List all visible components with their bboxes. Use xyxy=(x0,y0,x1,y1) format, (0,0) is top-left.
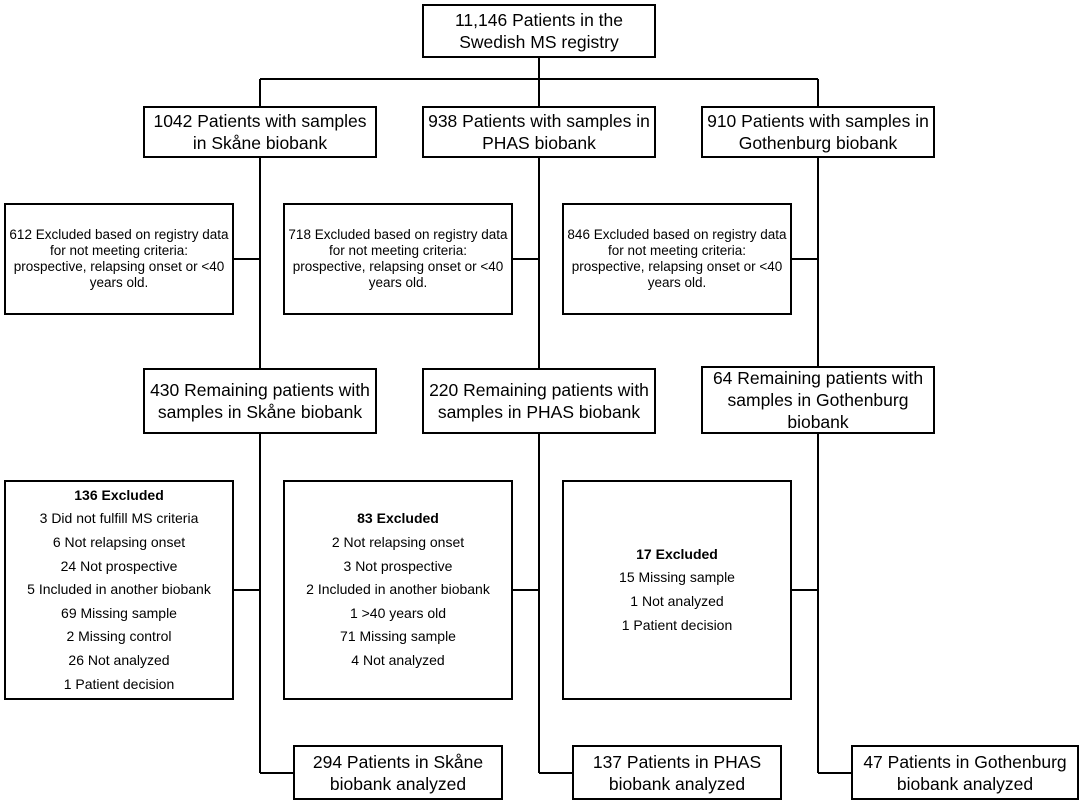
phas-analyzed-box: 137 Patients in PHAS biobank analyzed xyxy=(572,745,782,800)
gothenburg-analyzed-line: biobank analyzed xyxy=(896,773,1034,794)
registry-line: Swedish MS registry xyxy=(459,32,619,52)
excluded-item: 26 Not analyzed xyxy=(68,651,170,668)
phas-registry-exclusion-box: 718 Excluded based on registry data for … xyxy=(283,203,513,315)
skane-remaining-line: samples in Skåne biobank xyxy=(157,402,363,422)
skane-remaining-box: 430 Remaining patients with samples in S… xyxy=(143,368,377,434)
excluded-item: 2 Not relapsing onset xyxy=(331,534,465,551)
excluded-item: 1 Patient decision xyxy=(63,675,175,692)
gothenburg-analyzed-line: 47 Patients in Gothenburg xyxy=(863,751,1067,772)
exclusion-line: years old. xyxy=(89,275,149,290)
skane-analyzed-line: 294 Patients in Skåne xyxy=(312,751,484,772)
gothenburg-samples-box: 910 Patients with samples in Gothenburg … xyxy=(701,106,935,158)
skane-samples-line: in Skåne biobank xyxy=(192,133,328,153)
exclusion-line: for not meeting criteria: xyxy=(328,243,468,258)
phas-remaining-box: 220 Remaining patients with samples in P… xyxy=(422,368,656,434)
registry-box: 11,146 Patients in the Swedish MS regist… xyxy=(422,4,656,58)
gothenburg-remaining-line: samples in Gothenburg xyxy=(727,390,909,410)
exclusion-line: years old. xyxy=(368,275,428,290)
gothenburg-remaining-line: biobank xyxy=(787,412,849,432)
skane-samples-box: 1042 Patients with samples in Skåne biob… xyxy=(143,106,377,158)
excluded-item: 24 Not prospective xyxy=(60,557,178,574)
exclusion-line: 612 Excluded based on registry data xyxy=(9,227,229,242)
excluded-item: 71 Missing sample xyxy=(340,628,456,645)
phas-analyzed-line: biobank analyzed xyxy=(608,773,746,794)
excluded-item: 69 Missing sample xyxy=(61,604,177,621)
excluded-item: 4 Not analyzed xyxy=(351,651,445,668)
excluded-header: 17 Excluded xyxy=(636,545,718,562)
excluded-item: 2 Included in another biobank xyxy=(306,581,490,598)
phas-remaining-line: samples in PHAS biobank xyxy=(437,402,641,422)
exclusion-line: 846 Excluded based on registry data xyxy=(567,227,787,242)
gothenburg-excluded-box: 17 Excluded 15 Missing sample 1 Not anal… xyxy=(562,480,792,700)
phas-samples-line: PHAS biobank xyxy=(482,133,596,153)
skane-excluded-box: 136 Excluded 3 Did not fulfill MS criter… xyxy=(4,480,234,700)
excluded-item: 3 Not prospective xyxy=(343,557,453,574)
skane-analyzed-line: biobank analyzed xyxy=(329,773,467,794)
exclusion-line: prospective, relapsing onset or <40 xyxy=(292,259,504,274)
excluded-item: 3 Did not fulfill MS criteria xyxy=(39,510,199,527)
phas-analyzed-line: 137 Patients in PHAS xyxy=(592,751,762,772)
skane-registry-exclusion-box: 612 Excluded based on registry data for … xyxy=(4,203,234,315)
phas-samples-box: 938 Patients with samples in PHAS bioban… xyxy=(422,106,656,158)
exclusion-line: prospective, relapsing onset or <40 xyxy=(571,259,783,274)
excluded-item: 1 >40 years old xyxy=(349,604,447,621)
phas-samples-line: 938 Patients with samples in xyxy=(428,111,650,131)
skane-analyzed-box: 294 Patients in Skåne biobank analyzed xyxy=(293,745,503,800)
exclusion-line: for not meeting criteria: xyxy=(607,243,747,258)
gothenburg-remaining-line: 64 Remaining patients with xyxy=(712,368,924,388)
excluded-header: 83 Excluded xyxy=(357,510,439,527)
gothenburg-registry-exclusion-box: 846 Excluded based on registry data for … xyxy=(562,203,792,315)
excluded-header: 136 Excluded xyxy=(74,486,164,503)
excluded-item: 1 Not analyzed xyxy=(630,593,724,609)
registry-line: 11,146 Patients in the xyxy=(455,10,623,30)
excluded-item: 5 Included in another biobank xyxy=(27,581,211,598)
exclusion-line: 718 Excluded based on registry data xyxy=(288,227,508,242)
gothenburg-remaining-box: 64 Remaining patients with samples in Go… xyxy=(701,366,935,434)
excluded-item: 15 Missing sample xyxy=(619,569,735,586)
excluded-item: 2 Missing control xyxy=(66,628,172,645)
gothenburg-analyzed-box: 47 Patients in Gothenburg biobank analyz… xyxy=(851,745,1079,800)
skane-samples-line: 1042 Patients with samples xyxy=(153,111,367,131)
gothenburg-samples-line: Gothenburg biobank xyxy=(738,133,898,153)
exclusion-line: for not meeting criteria: xyxy=(49,243,189,258)
gothenburg-samples-line: 910 Patients with samples in xyxy=(707,111,929,131)
excluded-item: 1 Patient decision xyxy=(621,616,733,633)
excluded-item: 6 Not relapsing onset xyxy=(52,534,186,551)
phas-remaining-line: 220 Remaining patients with xyxy=(429,380,649,400)
phas-excluded-box: 83 Excluded 2 Not relapsing onset 3 Not … xyxy=(283,480,513,700)
exclusion-line: years old. xyxy=(647,275,707,290)
exclusion-line: prospective, relapsing onset or <40 xyxy=(13,259,225,274)
skane-remaining-line: 430 Remaining patients with xyxy=(150,380,370,400)
